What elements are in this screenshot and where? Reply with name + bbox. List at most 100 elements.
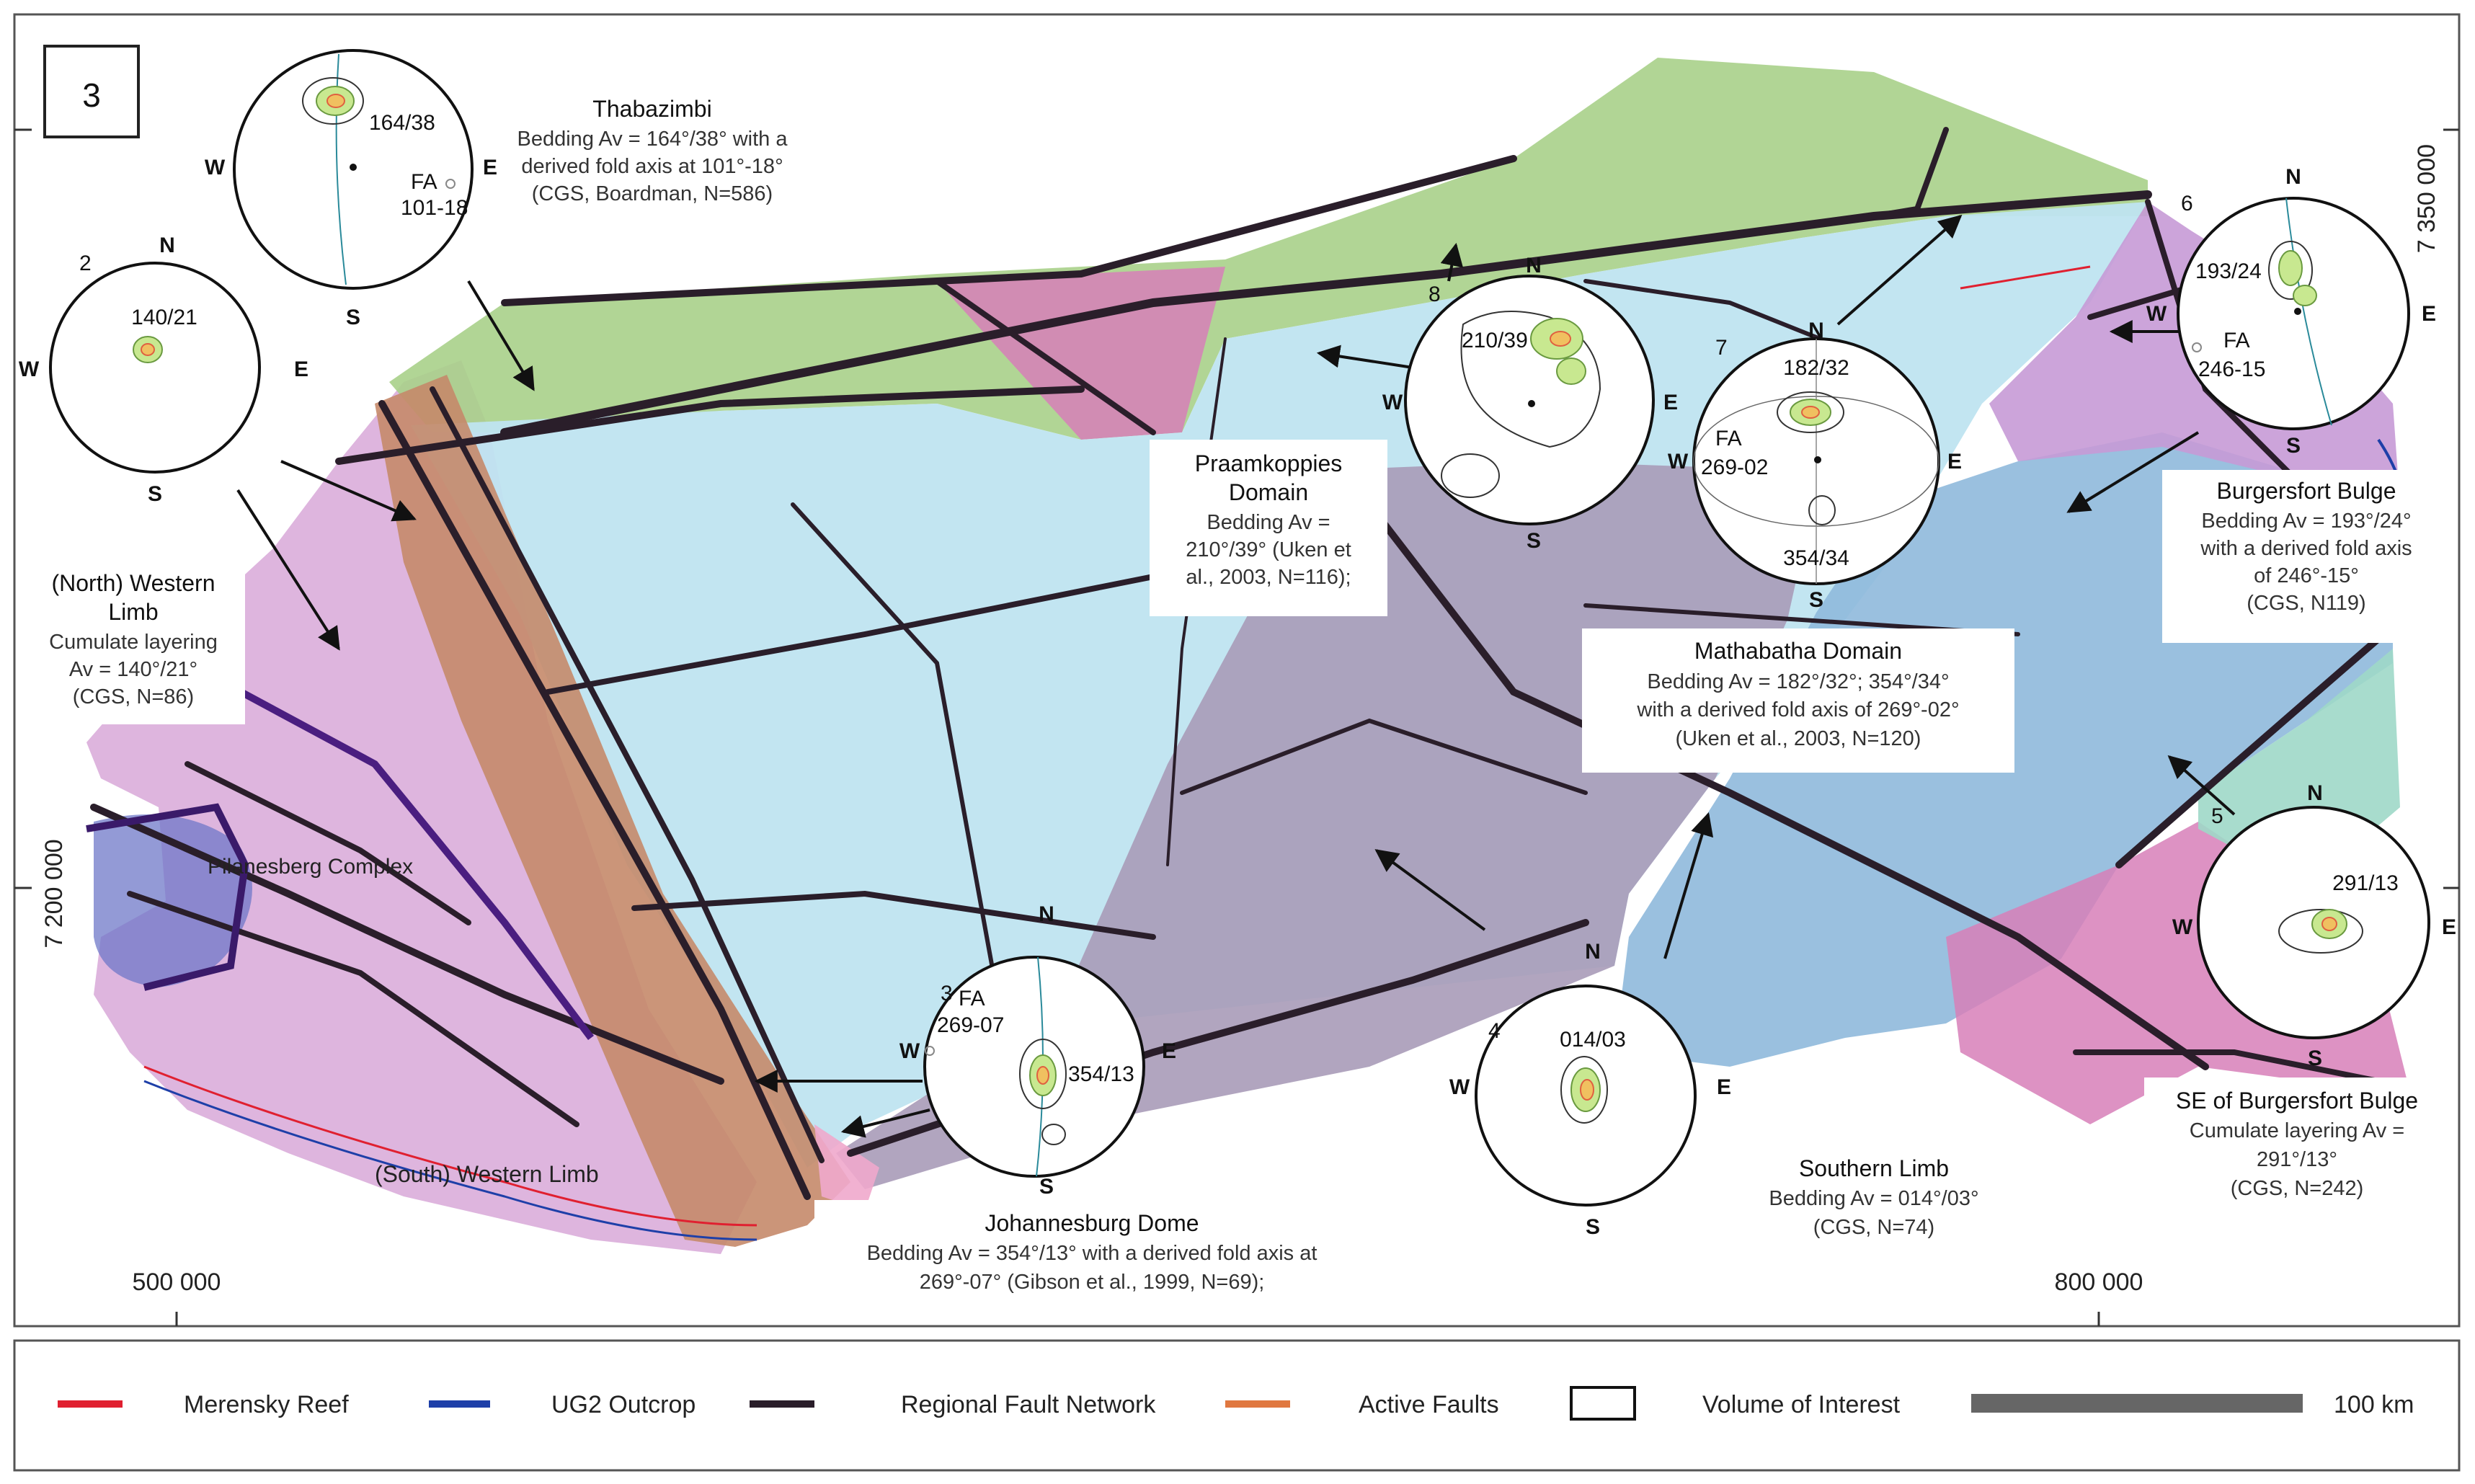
stereonet-number: 2 — [79, 252, 92, 275]
fa-label: FA — [411, 170, 437, 194]
bedding-label: 014/03 — [1560, 1028, 1626, 1052]
north-label: N — [1808, 319, 1824, 342]
fa-label: FA — [959, 987, 985, 1010]
annotation-line: Bedding Av = 014°/03° — [1769, 1187, 1978, 1210]
coordinate-ticks — [14, 128, 2459, 1326]
annotation-box — [1582, 628, 2014, 773]
density-peak — [1801, 406, 1820, 419]
annotation-line: (CGS, N=86) — [73, 685, 194, 708]
fault-line — [1180, 718, 1588, 795]
arrow-s1 — [467, 280, 535, 391]
panel-number: 3 — [82, 76, 101, 114]
density-contour — [1441, 453, 1500, 498]
annotation-line: Bedding Av = 193°/24° — [2201, 510, 2411, 533]
east-label: E — [2422, 302, 2436, 326]
fault-line — [335, 386, 1085, 465]
legend-label-merensky: Merensky Reef — [184, 1391, 349, 1418]
fault-line — [631, 890, 1156, 940]
annotation-line: 291°/13° — [2257, 1148, 2337, 1171]
annotation-title: (North) Western — [51, 570, 215, 596]
fold-axis-point — [925, 1046, 935, 1056]
bedding-label: 193/24 — [2195, 259, 2262, 283]
bedding-label: 354/13 — [1068, 1062, 1134, 1086]
annotation-box — [2144, 1078, 2450, 1222]
stereonet-4: 4 N W E S 014/03 — [1449, 940, 1731, 1239]
mathabatha-annotation: Mathabatha Domain Bedding Av = 182°/32°;… — [1582, 628, 2014, 773]
fault-line — [2115, 616, 2404, 868]
bedding-label: 164/38 — [369, 111, 435, 135]
stereonet-number: 7 — [1715, 336, 1728, 360]
arrow-s5 — [2167, 755, 2236, 816]
fault-line — [500, 190, 2152, 437]
pilanesberg-rim — [86, 803, 249, 991]
stereonet-5: 5 N W E S 291/13 — [2172, 781, 2456, 1070]
east-label: E — [2442, 915, 2456, 939]
annotation-title: Thabazimbi — [592, 96, 711, 122]
y-coord-top: 7 350 000 — [2413, 144, 2440, 253]
fold-axis-point — [2192, 342, 2202, 352]
annotation-title: Johannesburg Dome — [985, 1210, 1199, 1236]
thabazimbi-annotation: Thabazimbi Bedding Av = 164°/38° with a … — [517, 96, 788, 205]
arrow-s6b — [2066, 431, 2200, 513]
density-contour — [2293, 285, 2317, 306]
stereonet-6: 6 N W E S 193/24 FA 246-15 — [2146, 165, 2436, 458]
south-label: S — [2286, 434, 2301, 458]
stereonet-2: 2 N W E S 140/21 — [19, 234, 308, 506]
arrow-s2b — [236, 489, 340, 651]
fault-line — [791, 502, 997, 982]
stereonet-number: 6 — [2181, 192, 2193, 216]
annotation-title: Mathabatha Domain — [1694, 638, 1902, 664]
arrow-s3b — [840, 1108, 930, 1138]
arrow-s8a — [1440, 242, 1464, 282]
density-contour — [1041, 1124, 1066, 1145]
fa-label: FA — [2223, 329, 2250, 352]
merensky-reef-outcrop — [1960, 265, 2091, 290]
bedding-label-2: 354/34 — [1783, 546, 1849, 570]
density-contour — [1777, 391, 1844, 433]
stereonet-number: 4 — [1488, 1019, 1501, 1043]
bedding-label: 291/13 — [2332, 871, 2399, 895]
west-label: W — [1668, 450, 1689, 474]
north-label: N — [1039, 902, 1054, 926]
mean-pole — [1814, 456, 1821, 463]
west-label: W — [1382, 391, 1403, 414]
density-contour — [1019, 1039, 1067, 1109]
south-label: S — [1586, 1215, 1600, 1239]
legend-label-fault: Regional Fault Network — [901, 1391, 1156, 1418]
annotation-title: Praamkoppies — [1195, 450, 1343, 476]
annotation-line: Bedding Av = 164°/38° with a — [517, 128, 788, 151]
south-label: S — [2308, 1047, 2322, 1070]
arrow-s8b — [1316, 345, 1413, 369]
scale-label: 100 km — [2334, 1391, 2414, 1418]
west-label: W — [205, 156, 226, 179]
north-label: N — [2285, 165, 2301, 189]
fault-line — [430, 386, 825, 1163]
stereonet-number: 3 — [941, 982, 953, 1005]
mean-pole — [2294, 308, 2301, 315]
arrow-s2a — [280, 460, 417, 522]
density-peak — [1580, 1079, 1594, 1101]
fault-line — [1871, 127, 1949, 219]
north-label: N — [1585, 940, 1601, 964]
fault-line — [185, 761, 471, 925]
se-burgersfort-annotation: SE of Burgersfort Bulge Cumulate layerin… — [2144, 1078, 2450, 1222]
great-circle — [2285, 197, 2332, 426]
density-peak — [141, 343, 155, 356]
northern-green-domain — [389, 58, 2148, 440]
northern-pink-domain — [937, 267, 1225, 440]
annotation-box — [22, 562, 245, 724]
legend-swatch-voi — [1570, 1386, 1636, 1421]
west-label: W — [2172, 915, 2193, 939]
density-peak — [2321, 917, 2337, 931]
north-western-annotation: (North) Western Limb Cumulate layering A… — [22, 562, 245, 724]
annotation-line: Cumulate layering Av = — [2190, 1119, 2405, 1142]
annotation-line: Bedding Av = — [1207, 511, 1330, 534]
annotation-title: Burgersfort Bulge — [2216, 478, 2396, 504]
fault-line — [378, 400, 811, 1200]
density-contour — [1808, 495, 1836, 525]
annotation-line: Cumulate layering — [49, 631, 218, 654]
west-label: W — [2146, 302, 2167, 326]
north-label: N — [159, 234, 175, 257]
annotation-title: SE of Burgersfort Bulge — [2176, 1088, 2418, 1114]
north-label: N — [2307, 781, 2323, 805]
